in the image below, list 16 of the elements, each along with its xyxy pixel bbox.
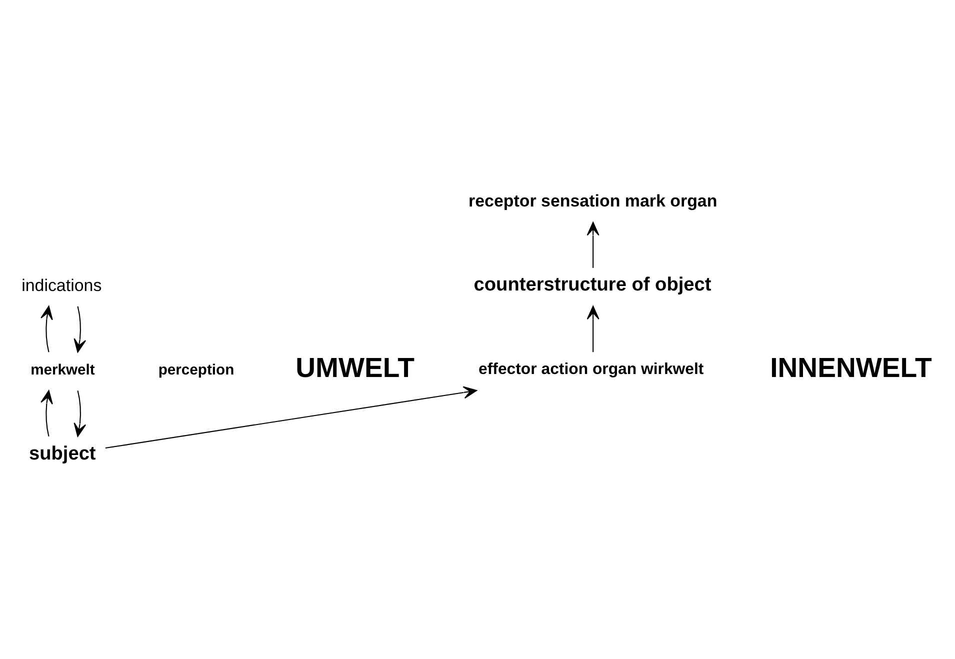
node-text: merkwelt (30, 362, 95, 378)
node-text: indications (22, 276, 102, 296)
arrow (74, 390, 86, 437)
arrow (40, 390, 53, 436)
arrow (586, 306, 600, 352)
label: UMWELT (296, 352, 414, 383)
node-text: receptor sensation mark organ (468, 191, 718, 210)
label: INNENWELT (770, 352, 932, 383)
arrow (586, 222, 600, 268)
node-text: subject (29, 443, 96, 464)
arrow (105, 386, 478, 449)
node-text: counterstructure of object (474, 274, 712, 296)
arrow (40, 306, 53, 352)
arrow (74, 306, 86, 353)
node-text: effector action organ wirkwelt (478, 361, 704, 378)
label: perception (158, 362, 234, 378)
